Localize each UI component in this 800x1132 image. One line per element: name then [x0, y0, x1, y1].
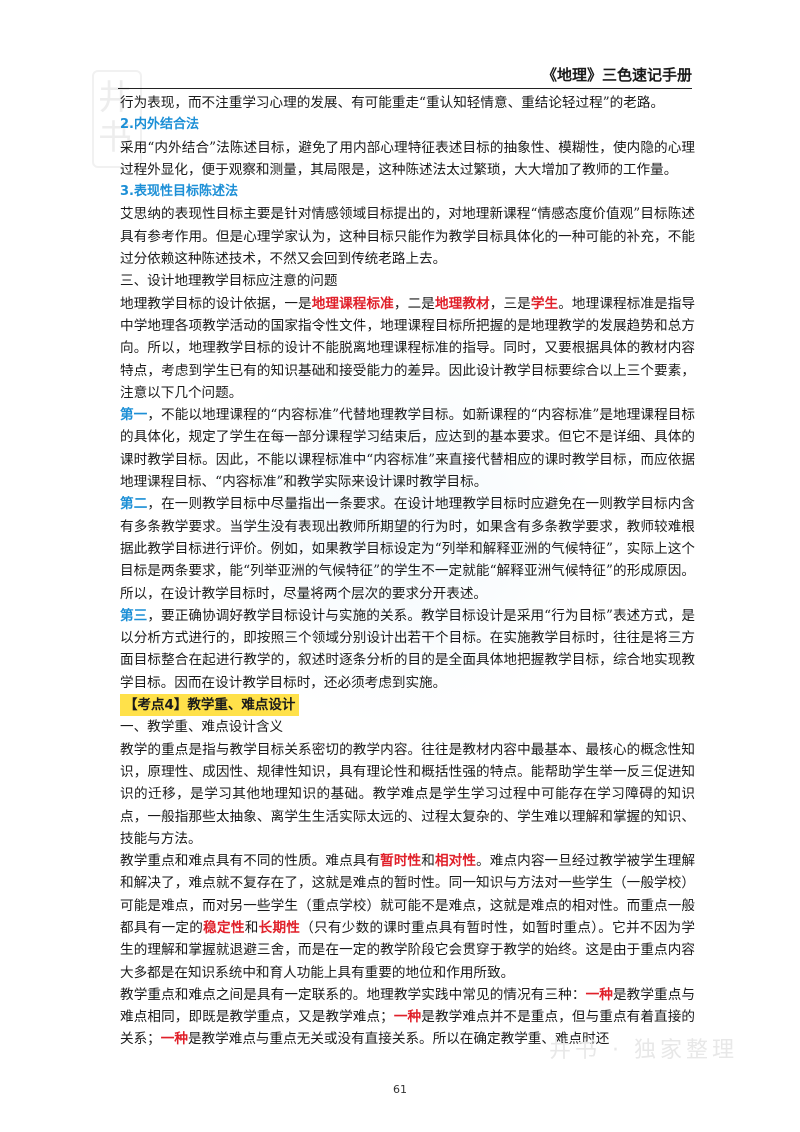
paragraph: 行为表现，而不注重学习心理的发展、有可能重走“重认知轻情意、重结论轻过程”的老路…: [120, 95, 665, 111]
footer-watermark: 井书 · 独家整理: [549, 1038, 738, 1063]
kaodian-row: 【考点4】教学重、难点设计: [120, 694, 695, 717]
section-heading: 三、设计地理教学目标应注意的问题: [120, 273, 338, 290]
keyword: 稳定性: [203, 919, 245, 936]
keyword: 一种: [585, 986, 613, 1003]
point-label: 第二: [120, 496, 148, 513]
text: ，三是: [489, 295, 531, 312]
keyword: 暂时性: [380, 853, 422, 870]
page-number: 61: [393, 1083, 407, 1096]
text: 是教学难点并不是重点，但与重点有着直接的关系；: [120, 1009, 696, 1048]
paragraph: 第一，不能以地理课程的“内容标准”代替地理教学目标。如新课程的“内容标准”是地理…: [120, 404, 695, 493]
logo-watermark: 井书: [92, 70, 142, 168]
text: 地理教学目标的设计依据，一是: [120, 295, 312, 312]
kaodian-heading: 【考点4】教学重、难点设计: [120, 694, 300, 717]
text: ，要正确协调好教学目标设计与实施的关系。教学目标设计是采用“行为目标”表述方式，…: [120, 607, 695, 691]
background-watermark: [200, 330, 600, 730]
paragraph: 采用“内外结合”法陈述目标，避免了用内部心理特征表述目标的抽象性、模糊性，使内隐…: [120, 139, 695, 178]
paragraph: 地理教学目标的设计依据，一是地理课程标准，二是地理教材，三是学生。地理课程标准是…: [120, 293, 695, 404]
page-header: 《地理》三色速记手册: [118, 62, 692, 89]
section-heading: 一、教学重、难点设计含义: [120, 719, 284, 736]
keyword: 一种: [160, 1031, 188, 1048]
text: （只有少数的课时重点具有暂时性，如暂时重点）。它并不因为学生的理解和掌握就退避三…: [120, 919, 696, 981]
keyword: 长期性: [258, 919, 301, 936]
text: 教学重点和难点之间是具有一定联系的。地理教学实践中常见的情况有三种：: [120, 986, 586, 1003]
header-title: 《地理》三色速记手册: [541, 66, 692, 84]
paragraph: 艾思纳的表现性目标主要是针对情感领域目标提出的，对地理新课程“情感态度价值观”目…: [120, 206, 695, 268]
keyword: 学生: [530, 295, 559, 312]
text: ，在一则教学目标中尽量指出一条要求。在设计地理教学目标时应避免在一则教学目标内含…: [120, 496, 696, 602]
text: 和: [421, 853, 435, 870]
text: ，二是: [393, 295, 435, 312]
text: ，不能以地理课程的“内容标准”代替地理教学目标。如新课程的“内容标准”是地理课程…: [120, 407, 696, 491]
text: 。难点内容一旦经过教学被学生理解和解决了，难点就不复存在了，这就是难点的暂时性。…: [120, 853, 696, 936]
keyword: 相对性: [434, 853, 477, 870]
point-label: 第一: [120, 407, 148, 424]
paragraph: 教学重点和难点具有不同的性质。难点具有暂时性和相对性。难点内容一旦经过教学被学生…: [120, 850, 695, 984]
keyword: 地理教材: [434, 295, 490, 312]
text: 教学重点和难点具有不同的性质。难点具有: [120, 853, 381, 870]
paragraph: 教学重点和难点之间是具有一定联系的。地理教学实践中常见的情况有三种：一种是教学重…: [120, 984, 695, 1051]
logo-glyph: 井书: [98, 78, 132, 158]
paragraph: 教学的重点是指与教学目标关系密切的教学内容。往往是教材内容中最基本、最核心的概念…: [120, 741, 695, 847]
text: 。地理课程标准是指导中学地理各项教学活动的国家指令性文件，地理课程目标所把握的是…: [120, 295, 696, 401]
point-label: 第三: [120, 607, 148, 624]
subheading: 3.表现性目标陈述法: [120, 184, 238, 200]
text: 和: [244, 919, 259, 936]
keyword: 地理课程标准: [311, 295, 394, 312]
paragraph: 第三，要正确协调好教学目标设计与实施的关系。教学目标设计是采用“行为目标”表述方…: [120, 605, 695, 694]
paragraph: 第二，在一则教学目标中尽量指出一条要求。在设计地理教学目标时应避免在一则教学目标…: [120, 493, 695, 604]
text: 是教学重点与难点相同，即既是教学重点，又是教学难点；: [120, 986, 696, 1026]
page-content: 行为表现，而不注重学习心理的发展、有可能重走“重认知轻情意、重结论轻过程”的老路…: [120, 92, 695, 1051]
keyword: 一种: [393, 1009, 422, 1026]
subheading: 2.内外结合法: [120, 117, 199, 133]
text: 是教学难点与重点无关或没有直接关系。所以在确定教学重、难点时还: [187, 1031, 610, 1048]
